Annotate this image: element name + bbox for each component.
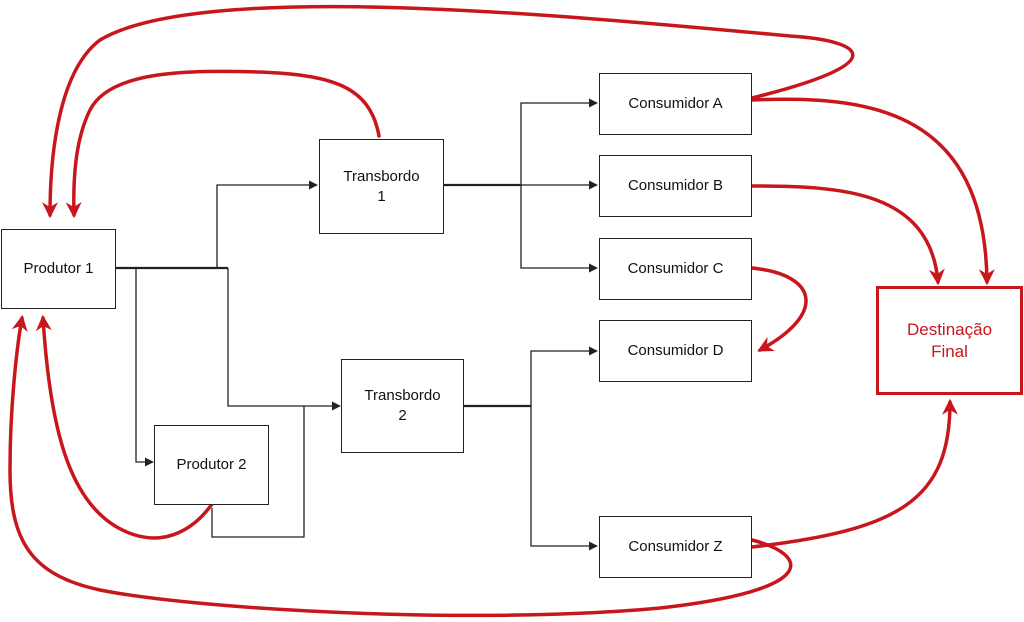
return-arrow-transbordo1-produtor1 xyxy=(65,69,381,219)
node-consumidor-z: Consumidor Z xyxy=(599,516,752,578)
edge-produtor1-transbordo1 xyxy=(115,180,318,269)
return-arrow-consumidor-z-produtor1 xyxy=(8,314,793,618)
node-transbordo-2: Transbordo 2 xyxy=(341,359,464,453)
node-produtor-2: Produtor 2 xyxy=(154,425,269,505)
node-consumidor-a: Consumidor A xyxy=(599,73,752,135)
node-transbordo-1: Transbordo 1 xyxy=(319,139,444,234)
flow-arrow-consumidor-a-destinacao xyxy=(750,97,995,286)
node-consumidor-c: Consumidor C xyxy=(599,238,752,300)
return-arrow-consumidor-c-consumidor-d xyxy=(750,266,808,352)
edge-transbordo1-consumidor-c xyxy=(520,185,598,273)
edge-produtor1-transbordo2 xyxy=(227,268,341,411)
edge-produtor1-produtor2 xyxy=(135,268,154,467)
node-produtor-1: Produtor 1 xyxy=(1,229,116,309)
node-destinacao-final: Destinação Final xyxy=(876,286,1023,395)
return-arrow-produtor2-produtor1 xyxy=(35,314,214,540)
flow-arrow-consumidor-b-destinacao xyxy=(750,184,945,286)
edge-produtor2-transbordo2 xyxy=(211,406,305,538)
edge-transbordo2-consumidor-z xyxy=(530,406,598,551)
edge-transbordo2-consumidor-d xyxy=(530,346,598,406)
edge-transbordo1-consumidor-a xyxy=(520,98,598,185)
node-consumidor-d: Consumidor D xyxy=(599,320,752,382)
node-consumidor-b: Consumidor B xyxy=(599,155,752,217)
return-arrow-consumidor-a-produtor1 xyxy=(42,4,855,219)
flow-arrow-consumidor-z-destinacao xyxy=(750,398,958,549)
